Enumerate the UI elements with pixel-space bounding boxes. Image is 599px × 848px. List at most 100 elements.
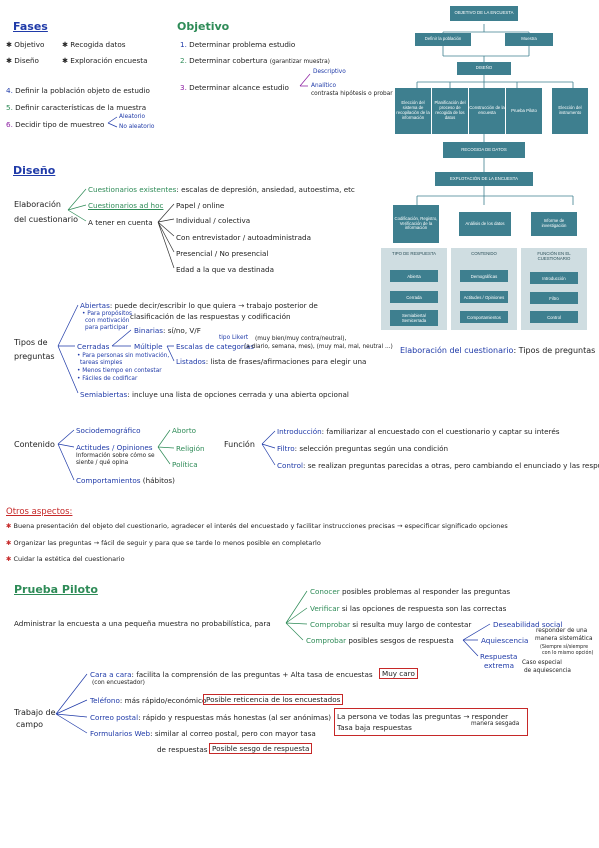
correo-box-note: manera sesgada [471,721,520,727]
node-analisis: Análisis de los datos [459,212,511,236]
panel-item-introduccion: Introducción [530,272,578,284]
contenido-sociodemografico: Sociodemográfico [76,426,141,435]
tipos-binarias: Binarias: sí/no, V/F [134,326,201,335]
otros-title: Otros aspectos: [6,507,73,517]
funcion-root: Función [224,440,255,449]
funcion-filtro: Filtro: selección preguntas según una co… [277,444,449,453]
tipos-abiertas-2: clasificación de las respuestas y codifi… [130,312,291,321]
sesgo-extrema: extrema [484,661,514,670]
aq-note-1: responder de una [536,628,588,634]
diseno-b3: A tener en cuenta [88,218,153,227]
panel-item-cerrada: Cerrada [390,291,438,303]
diseno-root-2: del cuestionario [14,215,78,224]
correo-box-line1: La persona ve todas las preguntas → resp… [337,712,509,721]
fases-title: Fases [13,20,48,33]
formularios-box: Posible sesgo de respuesta [209,743,313,754]
aq-note-4: con lo mismo opción) [542,651,594,656]
diagram-connectors [416,24,574,205]
formularios-2: de respuestas [157,745,208,754]
panel-tipo-respuesta-title: TIPO DE RESPUESTA [391,251,437,256]
ext-note-2: de aquiescencia [524,668,571,674]
cerradas-note-3: • Fáciles de codificar [77,376,138,382]
fases-item-exploracion: ✱ Exploración encuesta [62,56,148,65]
piloto-item-2: Comprobar si resulta muy largo de contes… [310,620,472,629]
trabajo-root-1: Trabajo de [14,708,56,717]
muestreo-aleatorio: Aleatorio [119,114,146,120]
diseno-sub-0: Papel / online [176,201,225,210]
tipos-root-2: preguntas [14,352,55,361]
otros-item-2: ✱ Cuidar la estética del cuestionario [6,555,125,563]
tipos-semiabiertas: Semiabiertas: incluye una lista de opcio… [80,390,349,399]
cerradas-note-2: • Menos tiempo en contestar [77,368,162,374]
panel-item-control: Control [530,311,578,323]
node-objetivo-encuesta: OBJETIVO DE LA ENCUESTA [450,6,518,21]
actitudes-note-2: siente / qué opina [76,460,129,466]
panel-item-comportamientos: Comportamientos [460,311,508,323]
objetivo-step-1: 1. Determinar problema estudio [180,40,296,49]
trabajo-telefono: Teléfono: más rápido/económico [90,696,207,705]
objetivo-step-3: 3. Determinar alcance estudio [180,83,289,92]
abiertas-note-2: para participar [85,325,128,331]
step-6: 6. Decidir tipo de muestreo [6,120,105,129]
diseno-root-1: Elaboración [14,200,61,209]
panel-item-demograficas: Demográficas [460,270,508,282]
diseno-title: Diseño [13,164,56,177]
panel-item-abierta: Abierta [390,270,438,282]
aq-note-2: manera sistemática [535,636,593,642]
step-5: 5. Definir características de la muestra [6,103,147,112]
escalas-note-3: (a diario, semana, mes), (muy mal, mal, … [244,344,393,350]
diseno-sub-2: Con entrevistador / autoadministrada [176,233,311,242]
fases-item-objetivo: ✱ Objetivo [6,40,45,49]
otros-item-0: ✱ Buena presentación del objeto del cues… [6,522,508,530]
node-definir-poblacion: Definir la población [415,33,471,46]
contenido-politica: Política [172,460,198,469]
piloto-item-1: Verificar si las opciones de respuesta s… [310,604,507,613]
muestreo-no-aleatorio: No aleatorio [119,124,155,130]
diseno-b2: Cuestionarios ad hoc [88,201,164,210]
node-codificacion: Codificación, Registro, Verificación de … [393,205,439,243]
funcion-control: Control: se realizan preguntas parecidas… [277,461,599,470]
abiertas-note-1: con motivación [85,318,130,324]
piloto-item-0: Conocer posibles problemas al responder … [310,587,511,596]
otros-item-1: ✱ Organizar las preguntas → fácil de seg… [6,539,321,547]
cara-note: (con encuestador) [92,680,145,686]
panel-funcion-title: FUNCIÓN EN EL CUESTIONARIO [537,251,571,261]
contenido-comportamientos: Comportamientos (hábitos) [76,476,175,485]
tipos-cerradas: Cerradas [77,342,110,351]
node-muestra: Muestra [505,33,553,46]
trabajo-correo: Correo postal: rápido y respuestas más h… [90,713,332,722]
correo-box: La persona ve todas las preguntas → resp… [334,708,528,736]
sesgo-respuesta: Respuesta [480,652,518,661]
sesgo-deseabilidad: Deseabilidad social [493,620,563,629]
trabajo-formularios: Formularios Web: similar al correo posta… [90,729,316,738]
diseno-sub-3: Presencial / No presencial [176,249,269,258]
diseno-b1: Cuestionarios existentes: escalas de dep… [88,185,355,194]
node-planificacion: Planificación del proceso de recogida de… [432,88,468,134]
contenido-religion: Religión [176,444,205,453]
diseno-sub-1: Individual / colectiva [176,216,251,225]
node-informe: Informe de investigación [531,212,577,236]
alcance-analitico: Analítico [311,83,337,89]
sesgo-aquiescencia: Aquiescencia [481,636,529,645]
contenido-actitudes: Actitudes / Opiniones [76,443,153,452]
actitudes-note-1: Información sobre cómo se [76,453,155,459]
piloto-root: Administrar la encuesta a una pequeña mu… [14,619,271,628]
aq-note-3: (Siempre sí/siempre [540,645,589,650]
encuesta-diagram: OBJETIVO DE LA ENCUESTA Definir la pobla… [377,6,591,336]
funcion-introduccion: Introducción: familiarizar al encuestado… [277,427,560,436]
objetivo-title: Objetivo [177,20,230,33]
tipos-escalas: Escalas de categorías [176,342,254,351]
tipos-listados: Listados: lista de frases/afirmaciones p… [176,357,367,366]
ext-note-1: Caso especial [522,660,562,666]
escalas-note-1: tipo Likert [219,335,249,341]
diagram-caption: Elaboración del cuestionario: Tipos de p… [400,346,596,355]
node-eleccion-sistema: Elección del sistema de recopilación de … [395,88,431,134]
contenido-root: Contenido [14,440,55,449]
diseno-sub-4: Edad a la que va destinada [176,265,274,274]
cara-box: Muy caro [379,668,418,679]
panel-item-actitudes: Actitudes / Opiniones [460,291,508,303]
node-prueba-piloto: Prueba Piloto [506,88,542,134]
node-diseno: DISEÑO [457,62,511,75]
tipos-abiertas: Abiertas: puede decir/escribir lo que qu… [80,301,318,310]
tipos-multiple: Múltiple [134,342,163,351]
